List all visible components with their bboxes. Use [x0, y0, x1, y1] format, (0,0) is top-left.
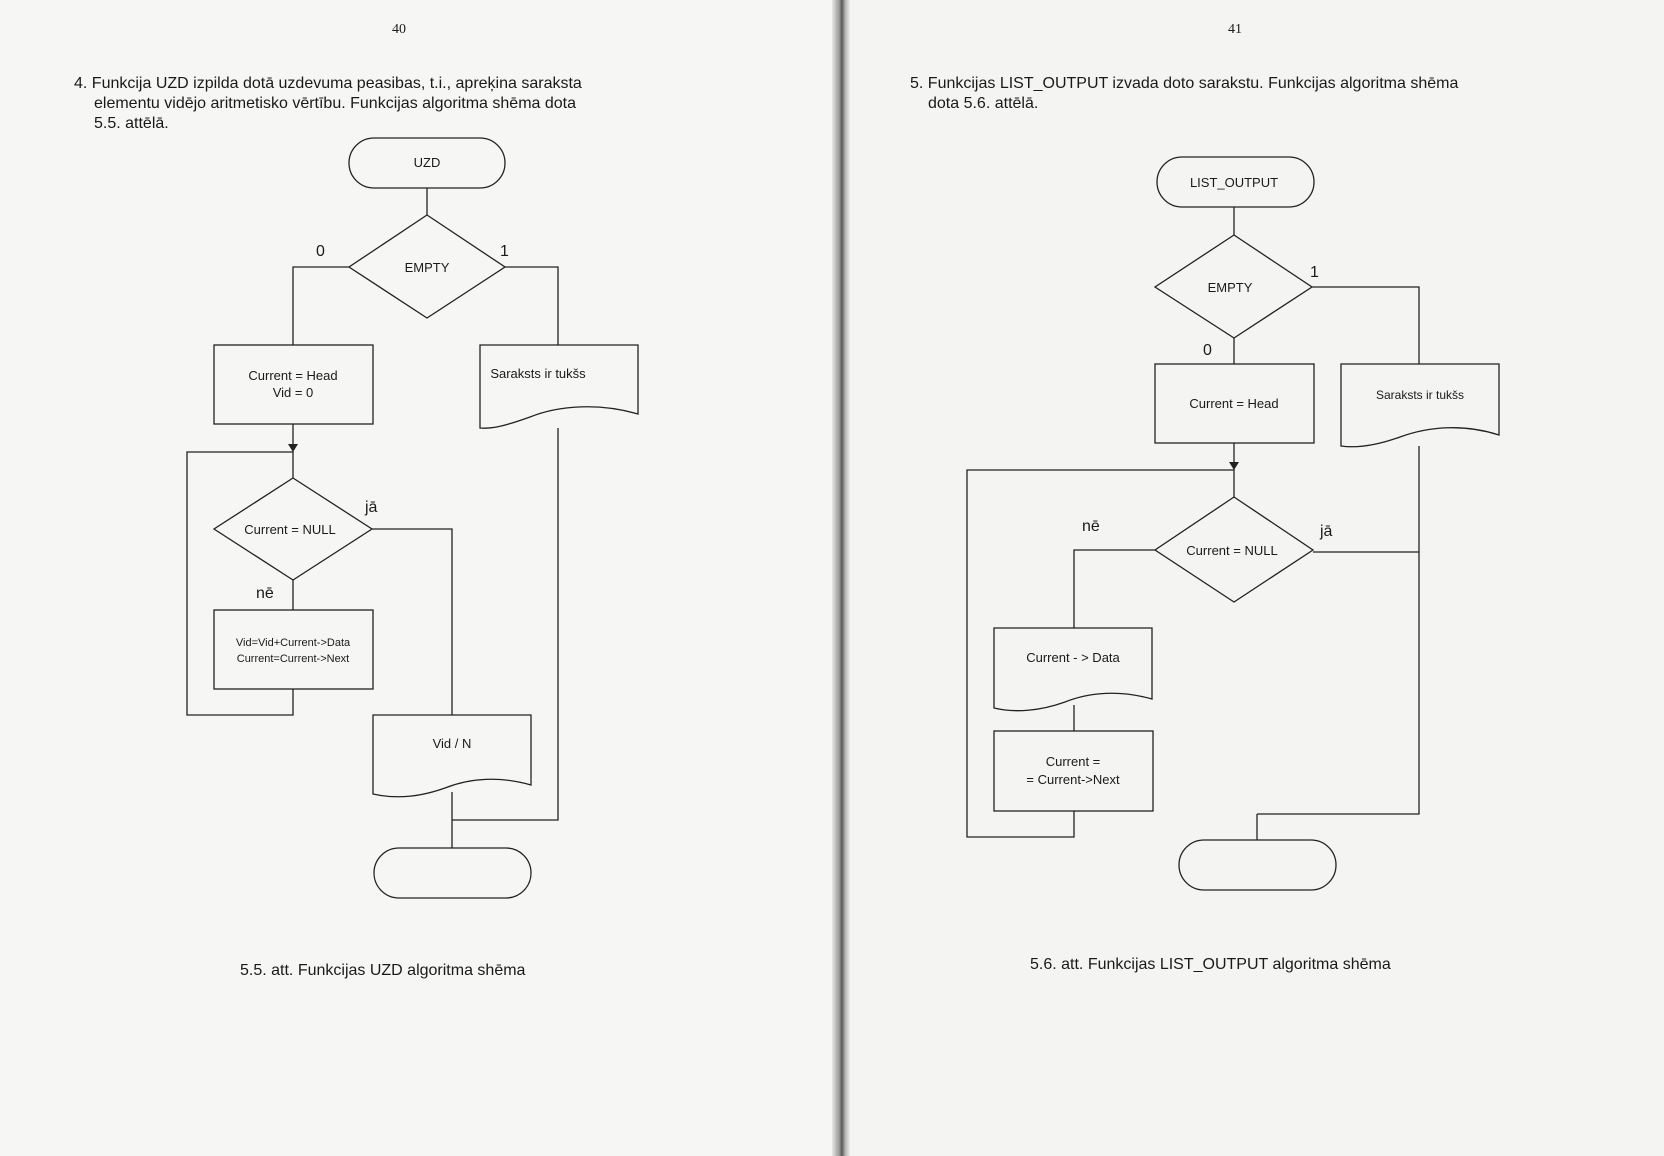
- book-spine: [832, 0, 850, 1156]
- lo-null-label: Current = NULL: [1186, 543, 1277, 558]
- uzd-null-label: Current = NULL: [244, 522, 335, 537]
- lo-no-label: nē: [1082, 518, 1100, 535]
- lo-yes-label: jā: [1319, 523, 1333, 540]
- uzd-end-terminal: [373, 847, 532, 899]
- lo-start-label: LIST_OUTPUT: [1190, 175, 1278, 190]
- uzd-empty-document: Saraksts ir tukšs: [479, 344, 639, 429]
- right-figure-caption: 5.6. att. Funkcijas LIST_OUTPUT algoritm…: [1030, 956, 1391, 973]
- lo-branch-0-label: 0: [1203, 342, 1212, 359]
- page-number-left: 40: [392, 22, 406, 37]
- lo-init-label: Current = Head: [1189, 396, 1278, 411]
- uzd-start-label: UZD: [414, 155, 441, 170]
- lo-branch-1-label: 1: [1310, 264, 1319, 281]
- right-paragraph: 5. Funkcijas LIST_OUTPUT izvada doto sar…: [910, 74, 1458, 114]
- uzd-empty-decision: EMPTY: [347, 214, 507, 319]
- right-page: [840, 0, 1664, 1156]
- lo-init-process: Current = Head: [1154, 363, 1315, 444]
- lo-empty-label: EMPTY: [1208, 280, 1253, 295]
- lo-empty-decision: EMPTY: [1153, 234, 1314, 339]
- lo-start-terminal: LIST_OUTPUT: [1156, 156, 1315, 208]
- uzd-process-line1: Vid=Vid+Current->Data: [236, 637, 351, 649]
- uzd-branch-1-label: 1: [500, 243, 509, 260]
- uzd-output-document: Vid / N: [372, 714, 532, 798]
- page-number-right: 41: [1228, 22, 1242, 37]
- right-paragraph-line: 5. Funkcijas LIST_OUTPUT izvada doto sar…: [910, 75, 1459, 92]
- right-paragraph-line: dota 5.6. attēlā.: [928, 95, 1039, 112]
- lo-output-document: Current - > Data: [993, 627, 1153, 712]
- uzd-init-line2: Vid = 0: [273, 385, 314, 400]
- lo-process-line2: = Current->Next: [1026, 772, 1120, 787]
- uzd-process-line2: Current=Current->Next: [237, 653, 350, 665]
- left-paragraph-line: 5.5. attēlā.: [94, 115, 169, 132]
- left-paragraph: 4. Funkcija UZD izpilda dotā uzdevuma pe…: [74, 74, 582, 134]
- uzd-no-label: nē: [256, 585, 274, 602]
- lo-next-process: Current = = Current->Next: [993, 730, 1154, 812]
- uzd-empty-label: EMPTY: [405, 260, 450, 275]
- uzd-branch-0-label: 0: [316, 243, 325, 260]
- left-figure-caption: 5.5. att. Funkcijas UZD algoritma shēma: [240, 962, 526, 979]
- uzd-empty-doc-label: Saraksts ir tukšs: [490, 366, 586, 381]
- left-paragraph-line: 4. Funkcija UZD izpilda dotā uzdevuma pe…: [74, 75, 582, 92]
- left-paragraph-line: elementu vidējo aritmetisko vērtību. Fun…: [94, 95, 576, 112]
- left-page: [0, 0, 840, 1156]
- lo-null-decision: Current = NULL: [1153, 496, 1315, 603]
- lo-output-label: Current - > Data: [1026, 650, 1120, 665]
- lo-empty-document: Saraksts ir tukšs: [1340, 363, 1500, 448]
- lo-empty-doc-label: Saraksts ir tukšs: [1376, 388, 1464, 402]
- lo-end-terminal: [1178, 839, 1337, 891]
- uzd-yes-label: jā: [364, 499, 378, 516]
- uzd-output-label: Vid / N: [433, 736, 472, 751]
- uzd-init-line1: Current = Head: [248, 368, 337, 383]
- lo-process-line1: Current =: [1046, 754, 1101, 769]
